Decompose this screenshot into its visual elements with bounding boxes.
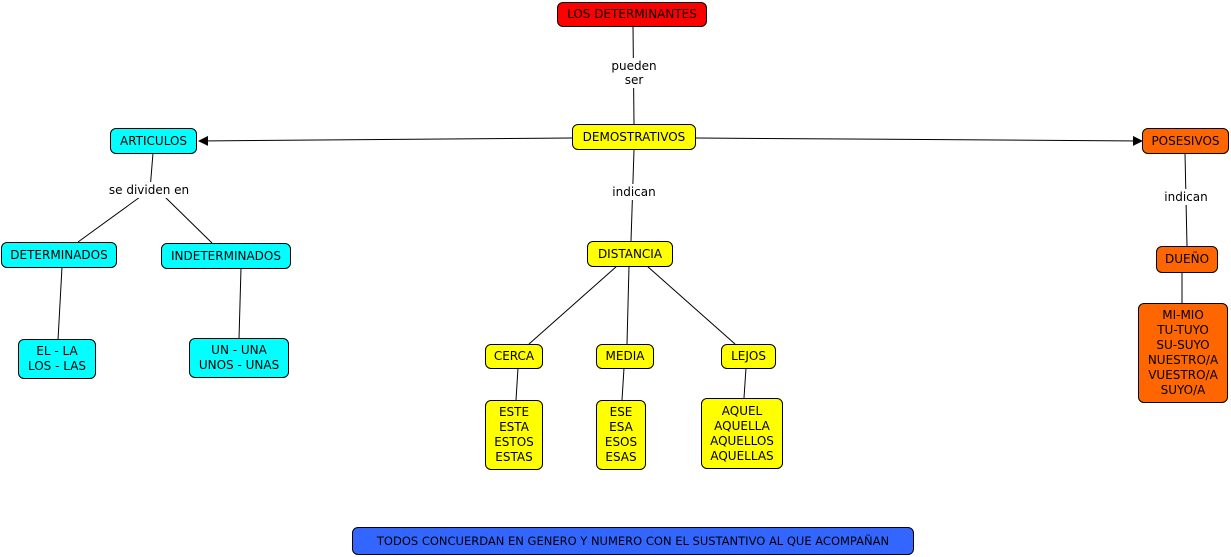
node-cerca[interactable]: CERCA bbox=[485, 344, 543, 369]
node-posesivos[interactable]: POSESIVOS bbox=[1142, 128, 1229, 154]
link-label-indican-demostrativos: indican bbox=[609, 184, 659, 200]
node-articulos[interactable]: ARTICULOS bbox=[110, 128, 197, 154]
node-media-list[interactable]: ESE ESA ESOS ESAS bbox=[596, 400, 646, 470]
node-dueno[interactable]: DUEÑO bbox=[1156, 246, 1218, 273]
line-distancia-lejos bbox=[646, 265, 736, 345]
node-cerca-list[interactable]: ESTE ESTA ESTOS ESTAS bbox=[485, 400, 543, 470]
node-determinados[interactable]: DETERMINADOS bbox=[1, 242, 117, 268]
node-distancia[interactable]: DISTANCIA bbox=[587, 241, 673, 267]
line-determinados-list bbox=[57, 266, 63, 341]
node-lejos[interactable]: LEJOS bbox=[721, 344, 776, 369]
node-los-determinantes[interactable]: LOS DETERMINANTES bbox=[557, 2, 707, 27]
node-determinados-list[interactable]: EL - LA LOS - LAS bbox=[18, 339, 96, 379]
line-distancia-media bbox=[626, 265, 630, 345]
arrow-demostrativos-posesivos bbox=[695, 135, 1143, 146]
node-dueno-list[interactable]: MI-MIO TU-TUYO SU-SUYO NUESTRO/A VUESTRO… bbox=[1138, 303, 1228, 403]
node-concordancia-note[interactable]: TODOS CONCUERDAN EN GENERO Y NUMERO CON … bbox=[352, 527, 914, 555]
line-label-determinados bbox=[77, 196, 141, 243]
node-indeterminados[interactable]: INDETERMINADOS bbox=[161, 243, 291, 269]
node-lejos-list[interactable]: AQUEL AQUELLA AQUELLOS AQUELLAS bbox=[701, 398, 783, 469]
node-media[interactable]: MEDIA bbox=[596, 344, 654, 369]
node-indeterminados-list[interactable]: UN - UNA UNOS - UNAS bbox=[189, 338, 289, 378]
line-label-indeterminados bbox=[164, 196, 213, 244]
line-cerca-list bbox=[515, 367, 519, 401]
link-label-pueden-ser: pueden ser bbox=[608, 58, 660, 88]
link-label-se-dividen-en: se dividen en bbox=[106, 182, 192, 198]
line-indeterminados-list bbox=[238, 267, 242, 340]
line-distancia-cerca bbox=[528, 265, 618, 345]
node-demostrativos[interactable]: DEMOSTRATIVOS bbox=[572, 124, 696, 150]
line-media-list bbox=[621, 367, 625, 401]
line-lejos-list bbox=[743, 367, 747, 399]
link-label-indican-posesivos: indican bbox=[1161, 189, 1211, 205]
arrow-demostrativos-articulos bbox=[198, 135, 573, 146]
